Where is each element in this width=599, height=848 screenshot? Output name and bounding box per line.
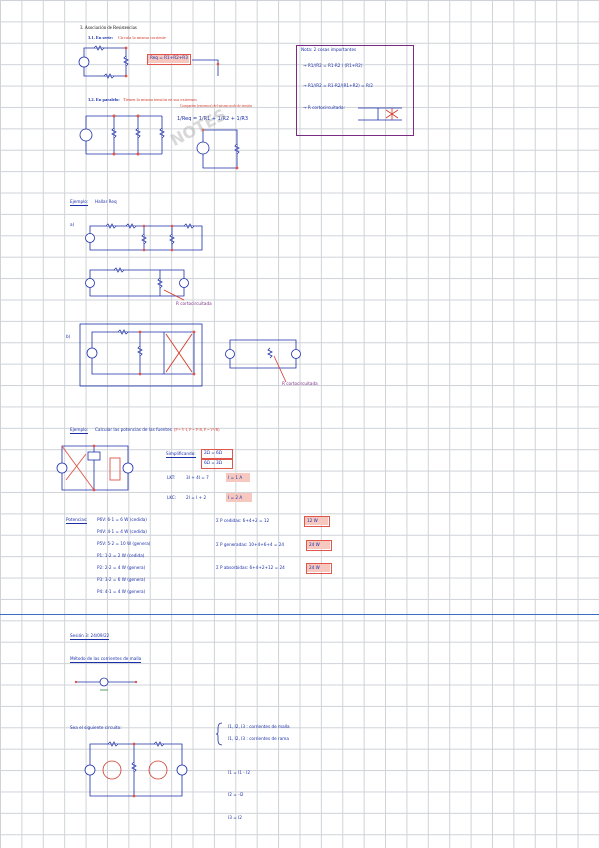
ejemplo2-title: Ejemplo:	[70, 427, 89, 435]
sum-box-3-highlight	[306, 563, 330, 572]
nota-box	[296, 45, 414, 136]
brace-line-2: I1, I2, I3 : corrientes de rama	[228, 736, 289, 741]
parallel-formula-and-equivalent: 1/Req = 1/R1 + 1/R2 + 1/R3	[177, 116, 248, 170]
nota-title: Nota: 2 cosas importantes	[301, 47, 357, 52]
lkt-result-highlight	[226, 473, 250, 482]
lkc-result-highlight	[226, 493, 252, 502]
potencias-label: Potencias:	[66, 517, 88, 525]
power-line-7: P4: 4·1 = 4 W (genera)	[97, 589, 146, 594]
mesh-element-sketch	[74, 677, 138, 691]
ejemplo1-title: Ejemplo:	[70, 199, 89, 207]
nota-line-2: → R1//R2 = R1·R2/(R1+R2) = R/2	[303, 83, 373, 88]
sum-box-1-text: 12 W	[307, 518, 318, 523]
power-line-5: P2: 2·2 = 4 W (genera)	[97, 565, 146, 570]
svg-text:1/Req = 1/R1 + 1/R2 + 1/R3: 1/Req = 1/R1 + 1/R2 + 1/R3	[177, 116, 248, 122]
simplif-label: Simplificando:	[166, 451, 196, 459]
serie-text: Circula la misma corriente	[118, 35, 166, 40]
brace	[215, 722, 223, 746]
sum-box-2-text: 24 W	[309, 542, 320, 547]
sum-line-2: Σ P generadas: 10+4+6+4 = 24	[216, 542, 285, 547]
power-line-1: P6V: 6·1 = 6 W (cedida)	[97, 517, 147, 522]
simplif-box-2	[201, 459, 233, 469]
ejemplo1-mark-a: a)	[70, 222, 75, 227]
lkt-result: I = 1 A	[228, 475, 243, 480]
nota-line-3: → R cortocircuitada:	[303, 105, 345, 110]
nota-line-1: → R1//R2 = R1·R2 / (R1+R2)	[303, 63, 363, 68]
example-a-reduced-circuit	[85, 267, 189, 301]
lkc-equation: 2I = I + 2	[186, 495, 207, 500]
power-line-2: P4V: 4·1 = 4 W (cedida)	[97, 529, 147, 534]
mesh-circuit	[84, 741, 188, 798]
session-title: Sesión 3: 24/09/22	[70, 633, 110, 641]
serie-equation: Req = R1+R2+R3	[150, 55, 188, 60]
paralelo-label: 3.2. En paralelo:	[88, 97, 120, 102]
mesh-equation-3: I3 = I2	[228, 815, 242, 820]
shorted-resistor-sketch	[358, 107, 402, 121]
example-a-circuit	[85, 223, 203, 252]
sum-box-1-highlight	[304, 516, 328, 525]
serie-label: 3.1. En serie:	[88, 35, 113, 40]
lkt-label: LKT:	[167, 475, 176, 480]
sum-line-3: Σ P absorbidas: 6+4+2+12 = 24	[216, 565, 285, 570]
ejemplo2-text: Calcular las potencias de las fuentes	[95, 427, 172, 432]
series-circuit	[78, 45, 129, 79]
serie-eq-box	[147, 54, 191, 65]
serie-eq-highlight	[147, 54, 189, 63]
power-line-6: P3: 3·2 = 6 W (genera)	[97, 577, 146, 582]
analysis-intro: Sea el siguiente circuito:	[70, 725, 122, 730]
simplif-box-1	[201, 449, 233, 459]
sum-box-2-highlight	[306, 540, 330, 549]
sum-box-2	[306, 540, 332, 551]
example-b-reduced-circuit	[225, 339, 301, 383]
ejemplo2-red-text: (P = V·I, P = I²·R, P = V²/R)	[174, 427, 220, 432]
power-line-4: P1: 1·2 = 2 W (cedida)	[97, 553, 145, 558]
simplif-box-2-text: 6Ω = 3Ω	[204, 460, 222, 465]
paralelo-note: Comparten (extremos) del mismo nodo de t…	[180, 104, 253, 108]
sum-box-1	[304, 516, 330, 527]
brace-line-1: I1, I2, I3 : corrientes de malla	[228, 724, 290, 729]
shorted-note-1: R cortocircuitada	[176, 301, 212, 306]
ejemplo1-mark-b: b)	[66, 334, 71, 339]
shorted-note-2: R cortocircuitada	[282, 381, 318, 386]
sum-line-1: Σ P cedidas: 6+4+2 = 12	[216, 518, 270, 523]
ejemplo1-subtitle: Hallar Req	[95, 199, 117, 204]
power-line-3: P5V: 5·2 = 10 W (genera)	[97, 541, 151, 546]
example-b-circuit	[79, 323, 203, 387]
paralelo-text: Tienen la misma tensión en sus extremos	[123, 97, 197, 102]
lkt-equation: 3I + 4I = 7	[186, 475, 209, 480]
simplif-box-1-text: 2Ω = 6Ω	[204, 450, 222, 455]
series-equivalent-circuit	[192, 59, 220, 76]
mesh-equation-2: I2 = -I2	[228, 792, 244, 797]
section-separator	[0, 614, 599, 615]
lkc-result: I = 2 A	[228, 495, 243, 500]
example2-circuit	[56, 444, 134, 492]
method-title: Método de las corrientes de malla	[70, 656, 142, 664]
mesh-equation-1: I1 = I1 - I2	[228, 770, 251, 775]
parallel-circuit	[79, 114, 165, 156]
sum-box-3-text: 24 W	[309, 565, 320, 570]
section-title: 3. Asociación de Resistencias	[80, 26, 137, 31]
lkc-label: LKC:	[167, 495, 177, 500]
sum-box-3	[306, 563, 332, 574]
